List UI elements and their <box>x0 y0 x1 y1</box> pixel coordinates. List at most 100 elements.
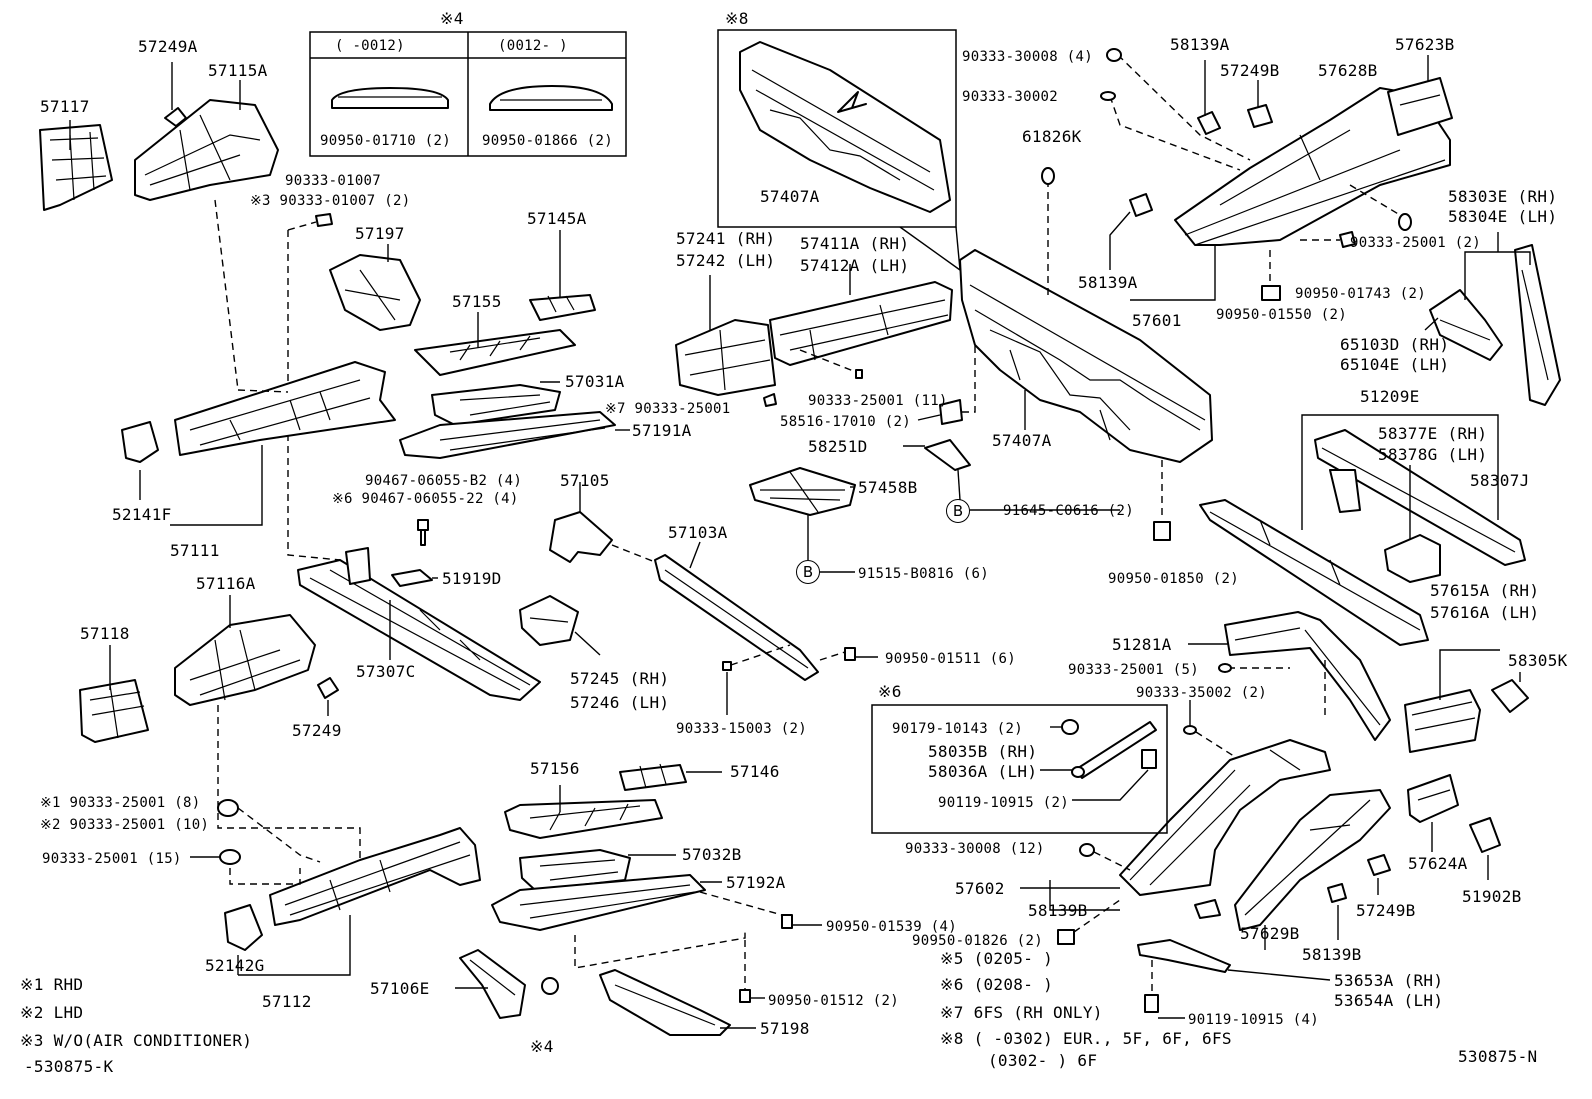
plug-90333-25001-5 <box>1218 663 1232 673</box>
label-57105: 57105 <box>560 471 610 490</box>
label-51209E: 51209E <box>1360 387 1420 406</box>
nut-90179 <box>1061 719 1079 735</box>
label-65104E: 65104E (LH) <box>1340 355 1450 374</box>
label-90333-01007: 90333-01007 <box>285 173 382 189</box>
label-57616A: 57616A (LH) <box>1430 603 1540 622</box>
label-58035B: 58035B (RH) <box>928 742 1038 761</box>
label-90950-01550: 90950-01550 (2) <box>1216 307 1347 323</box>
label-57249B-top: 57249B <box>1220 61 1280 80</box>
label-58378G: 58378G (LH) <box>1378 445 1488 464</box>
part-57623B <box>1387 77 1453 136</box>
label-90950-01826: 90950-01826 (2) <box>912 933 1043 949</box>
label-57249A: 57249A <box>138 37 198 56</box>
bolt-90467 <box>417 519 429 546</box>
label-58139A-top: 58139A <box>1170 35 1230 54</box>
plug-90333-35002 <box>1183 725 1197 735</box>
part-58377E <box>1384 534 1441 583</box>
label-90333-25001-7: ※7 90333-25001 <box>605 401 731 417</box>
grommet-old-icon <box>331 87 449 109</box>
bolt-90119-2 <box>1141 749 1157 769</box>
part-57249 <box>317 677 339 699</box>
label-57412A: 57412A (LH) <box>800 256 910 275</box>
part-58139B-r <box>1327 883 1347 903</box>
label-57249B: 57249B <box>1356 901 1416 920</box>
label-58516: 58516-17010 (2) <box>780 414 911 430</box>
label-52142G: 52142G <box>205 956 265 975</box>
part-57241 <box>675 319 776 396</box>
label-58251D: 58251D <box>808 437 868 456</box>
label-57407A: 57407A <box>992 431 1052 450</box>
part-57155 <box>414 329 576 376</box>
label-57246: 57246 (LH) <box>570 693 670 712</box>
label-57116A: 57116A <box>196 574 256 593</box>
part-52142G <box>224 904 263 951</box>
label-90950-01850: 90950-01850 (2) <box>1108 571 1239 587</box>
label-90179: 90179-10143 (2) <box>892 721 1023 737</box>
label-58307J: 58307J <box>1470 471 1530 490</box>
label-57146: 57146 <box>730 762 780 781</box>
plug-90333-25001-11 <box>855 369 863 379</box>
plug-rhd <box>217 799 239 817</box>
label-52141F: 52141F <box>112 505 172 524</box>
bolt-90950-01512 <box>739 989 751 1003</box>
label-57031A: 57031A <box>565 372 625 391</box>
bolt-90119-4 <box>1144 994 1159 1013</box>
label-61826K: 61826K <box>1022 127 1082 146</box>
part-57112 <box>269 827 481 926</box>
label-90950-01512: 90950-01512 (2) <box>768 993 899 1009</box>
label-57032B: 57032B <box>682 845 742 864</box>
part-57111 <box>174 361 396 456</box>
legend-note8b: (0302- ) 6F <box>988 1051 1098 1070</box>
plug-90333-30002 <box>1100 91 1116 101</box>
label-57111: 57111 <box>170 541 220 560</box>
label-rhd-8: ※1 90333-25001 (8) <box>40 795 201 811</box>
label-57407A-top: 57407A <box>760 187 820 206</box>
label-58303E: 58303E (RH) <box>1448 187 1558 206</box>
grommet-new-icon <box>489 85 613 111</box>
part-57307C-bracket <box>345 547 371 585</box>
label-91645: 91645-C0616 (2) <box>1003 503 1134 519</box>
plug-90333-25001-2 <box>1398 213 1412 231</box>
part-51281A <box>1224 611 1391 741</box>
label-90467-B2: 90467-06055-B2 (4) <box>365 473 523 489</box>
part-58307J <box>1314 429 1526 566</box>
label-90333-30002: 90333-30002 <box>962 89 1059 105</box>
label-57117: 57117 <box>40 97 90 116</box>
part-57411A <box>769 281 953 366</box>
part-57106E <box>459 949 526 1019</box>
plug-15 <box>219 849 241 865</box>
part-57249A <box>164 107 187 127</box>
label-57191A: 57191A <box>632 421 692 440</box>
reference-b-circle: B <box>796 560 820 584</box>
label-57118: 57118 <box>80 624 130 643</box>
label-51281A: 51281A <box>1112 635 1172 654</box>
label-90333-30008-12: 90333-30008 (12) <box>905 841 1045 857</box>
label-57245: 57245 (RH) <box>570 669 670 688</box>
part-57198 <box>599 969 731 1036</box>
label-57241: 57241 (RH) <box>676 229 776 248</box>
arrow-icon <box>837 91 867 113</box>
legend-note8: ※8 ( -0302) EUR., 5F, 6F, 6FS <box>940 1029 1232 1048</box>
part-57105 <box>549 511 613 563</box>
legend-note5: ※5 (0205- ) <box>940 949 1054 968</box>
note8-box <box>717 29 957 228</box>
label-57192A: 57192A <box>726 873 786 892</box>
label-57411A: 57411A (RH) <box>800 234 910 253</box>
label-58139B-r: 58139B <box>1302 945 1362 964</box>
part-57407A <box>959 249 1213 463</box>
part-58139B <box>1194 899 1221 919</box>
label-58304E: 58304E (LH) <box>1448 207 1558 226</box>
part-52141F <box>121 421 159 463</box>
part-53653A <box>1137 939 1231 973</box>
label-57115A: 57115A <box>208 61 268 80</box>
label-57145A: 57145A <box>527 209 587 228</box>
grommet-61826K <box>1041 167 1055 185</box>
part-57117 <box>39 124 113 211</box>
label-57601: 57601 <box>1132 311 1182 330</box>
legend-note3-code: -530875-K <box>24 1057 114 1076</box>
part-57602 <box>1119 739 1331 896</box>
legend-note1: ※1 RHD <box>20 975 84 994</box>
label-57628B: 57628B <box>1318 61 1378 80</box>
label-51919D: 51919D <box>442 569 502 588</box>
label-58305K: 58305K <box>1508 651 1568 670</box>
